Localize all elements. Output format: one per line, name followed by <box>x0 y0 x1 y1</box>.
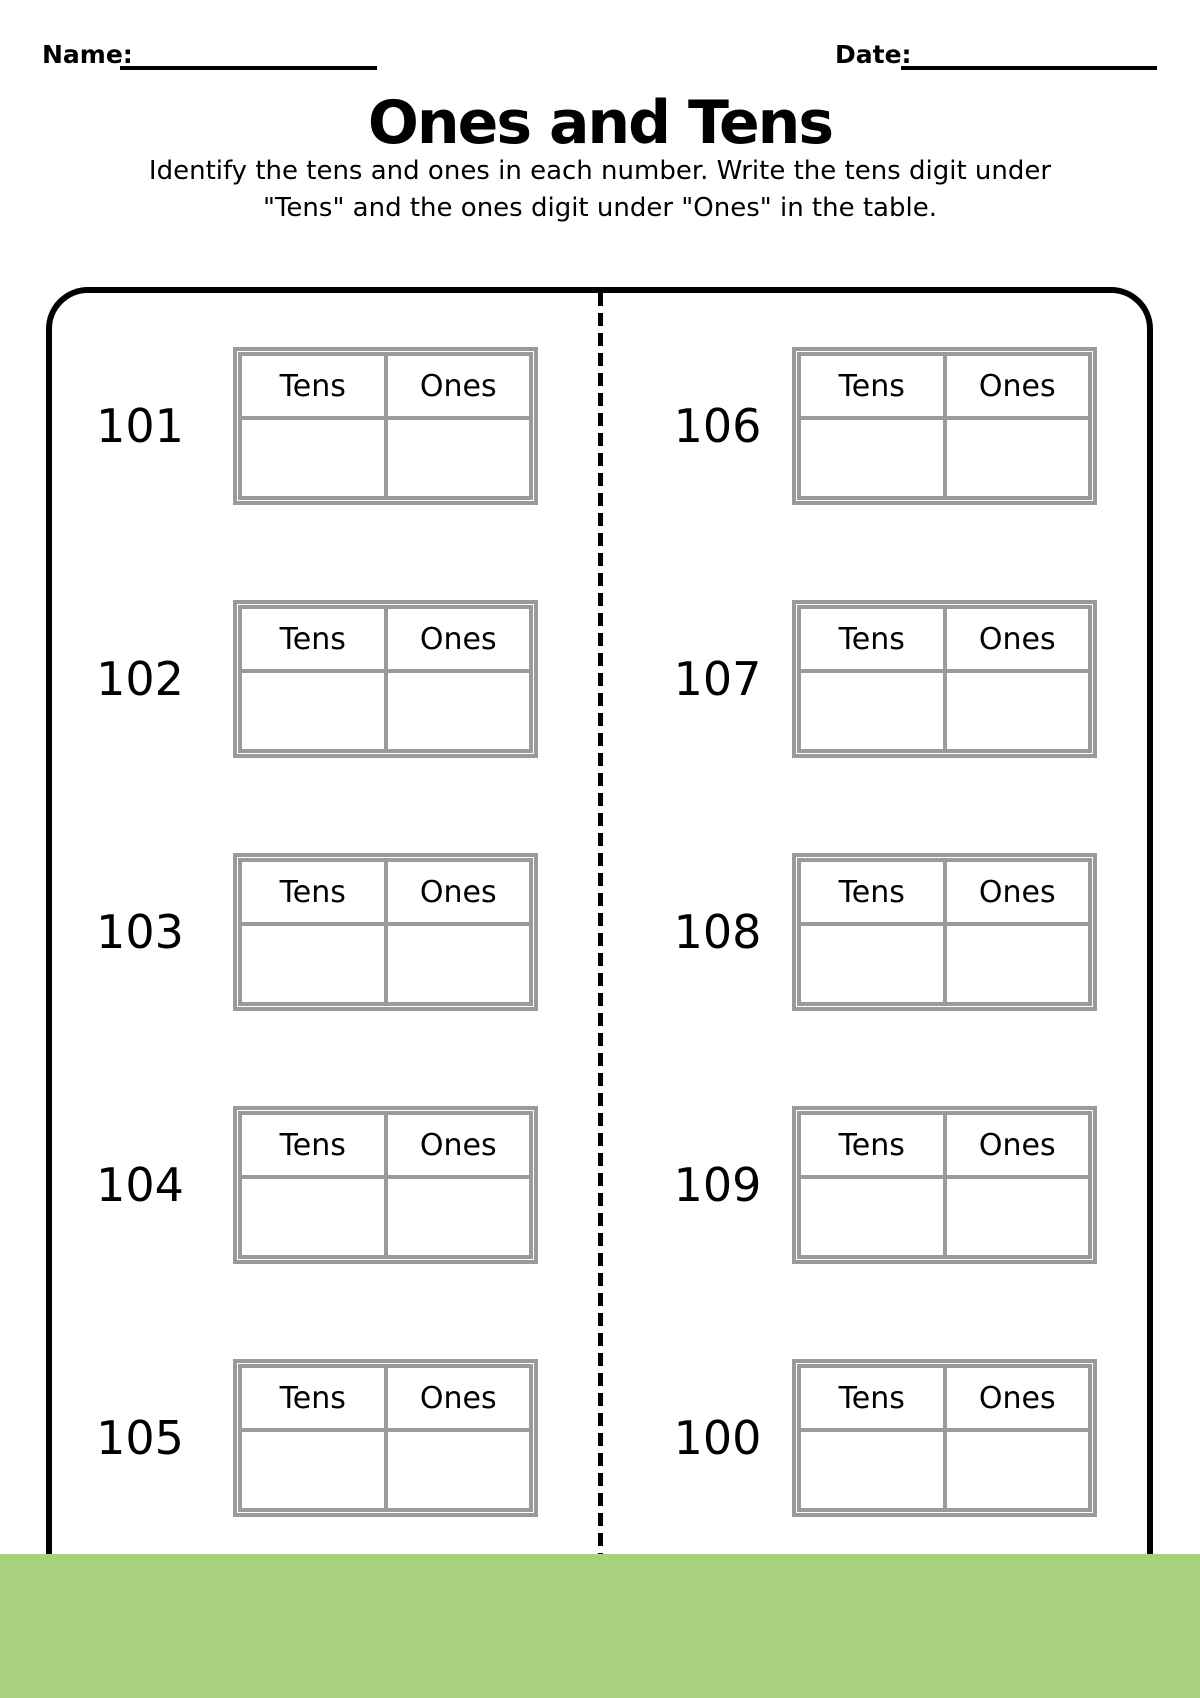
tens-column-header: Tens <box>238 352 388 420</box>
tens-column-header: Tens <box>238 1111 388 1179</box>
problem-number-104: 104 <box>96 1158 184 1212</box>
ones-answer-cell[interactable] <box>383 669 533 753</box>
tens-answer-cell[interactable] <box>238 669 388 753</box>
tens-ones-table-106: Tens Ones <box>792 347 1097 505</box>
tens-answer-cell[interactable] <box>238 1175 388 1259</box>
ones-column-header: Ones <box>383 605 533 673</box>
instructions: Identify the tens and ones in each numbe… <box>0 153 1200 227</box>
problem-number-101: 101 <box>96 399 184 453</box>
tens-answer-cell[interactable] <box>797 669 947 753</box>
tens-column-header: Tens <box>797 352 947 420</box>
ones-column-header: Ones <box>942 1364 1092 1432</box>
tens-ones-table-101: Tens Ones <box>233 347 538 505</box>
dashed-column-divider <box>598 293 603 1555</box>
name-label: Name: <box>42 40 133 69</box>
ones-column-header: Ones <box>383 1364 533 1432</box>
ones-column-header: Ones <box>383 352 533 420</box>
tens-ones-table-105: Tens Ones <box>233 1359 538 1517</box>
date-label: Date: <box>835 40 912 69</box>
ones-answer-cell[interactable] <box>942 922 1092 1006</box>
tens-column-header: Tens <box>238 1364 388 1432</box>
ones-answer-cell[interactable] <box>383 1175 533 1259</box>
name-input-line[interactable] <box>120 66 377 70</box>
date-input-line[interactable] <box>901 66 1157 70</box>
instructions-line-1: Identify the tens and ones in each numbe… <box>148 156 1052 186</box>
tens-answer-cell[interactable] <box>797 416 947 500</box>
tens-answer-cell[interactable] <box>797 922 947 1006</box>
ones-answer-cell[interactable] <box>383 1428 533 1512</box>
ones-answer-cell[interactable] <box>942 1428 1092 1512</box>
problem-number-102: 102 <box>96 652 184 706</box>
ones-column-header: Ones <box>942 352 1092 420</box>
tens-answer-cell[interactable] <box>238 922 388 1006</box>
instructions-line-2: "Tens" and the ones digit under "Ones" i… <box>263 193 937 223</box>
problem-number-106: 106 <box>673 399 762 453</box>
problem-number-105: 105 <box>96 1411 184 1465</box>
tens-ones-table-107: Tens Ones <box>792 600 1097 758</box>
tens-column-header: Tens <box>797 858 947 926</box>
ones-column-header: Ones <box>383 1111 533 1179</box>
problem-number-107: 107 <box>673 652 762 706</box>
ones-column-header: Ones <box>942 605 1092 673</box>
tens-ones-table-104: Tens Ones <box>233 1106 538 1264</box>
tens-answer-cell[interactable] <box>238 416 388 500</box>
tens-answer-cell[interactable] <box>238 1428 388 1512</box>
problem-number-100: 100 <box>673 1411 762 1465</box>
ones-column-header: Ones <box>942 858 1092 926</box>
tens-ones-table-103: Tens Ones <box>233 853 538 1011</box>
footer-green-band <box>0 1554 1200 1698</box>
tens-answer-cell[interactable] <box>797 1175 947 1259</box>
ones-column-header: Ones <box>383 858 533 926</box>
tens-column-header: Tens <box>797 1364 947 1432</box>
tens-column-header: Tens <box>238 605 388 673</box>
tens-answer-cell[interactable] <box>797 1428 947 1512</box>
problem-number-108: 108 <box>673 905 762 959</box>
problem-number-103: 103 <box>96 905 184 959</box>
tens-column-header: Tens <box>797 605 947 673</box>
tens-column-header: Tens <box>797 1111 947 1179</box>
tens-ones-table-109: Tens Ones <box>792 1106 1097 1264</box>
ones-answer-cell[interactable] <box>383 922 533 1006</box>
tens-column-header: Tens <box>238 858 388 926</box>
ones-answer-cell[interactable] <box>383 416 533 500</box>
ones-answer-cell[interactable] <box>942 416 1092 500</box>
tens-ones-table-102: Tens Ones <box>233 600 538 758</box>
ones-answer-cell[interactable] <box>942 669 1092 753</box>
ones-column-header: Ones <box>942 1111 1092 1179</box>
tens-ones-table-100: Tens Ones <box>792 1359 1097 1517</box>
problem-number-109: 109 <box>673 1158 762 1212</box>
tens-ones-table-108: Tens Ones <box>792 853 1097 1011</box>
worksheet-title: Ones and Tens <box>367 88 834 158</box>
ones-answer-cell[interactable] <box>942 1175 1092 1259</box>
